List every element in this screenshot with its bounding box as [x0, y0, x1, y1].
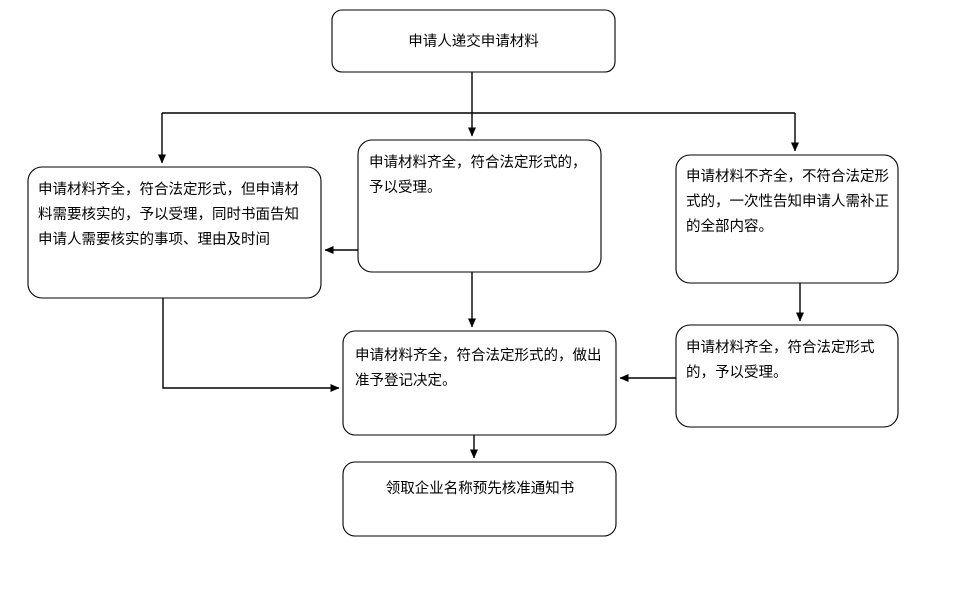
node-start[interactable]	[331, 9, 616, 73]
connector-verify-to-decision	[162, 298, 340, 392]
node-branch-incomplete[interactable]	[675, 154, 899, 284]
connector-group	[158, 72, 804, 459]
node-resubmit-accept[interactable]	[675, 324, 899, 428]
node-group	[27, 9, 899, 537]
node-branch-verify[interactable]	[27, 166, 322, 299]
node-decision-register[interactable]	[342, 330, 617, 436]
node-branch-accept[interactable]	[357, 139, 602, 273]
node-receive-notice[interactable]	[342, 461, 617, 537]
